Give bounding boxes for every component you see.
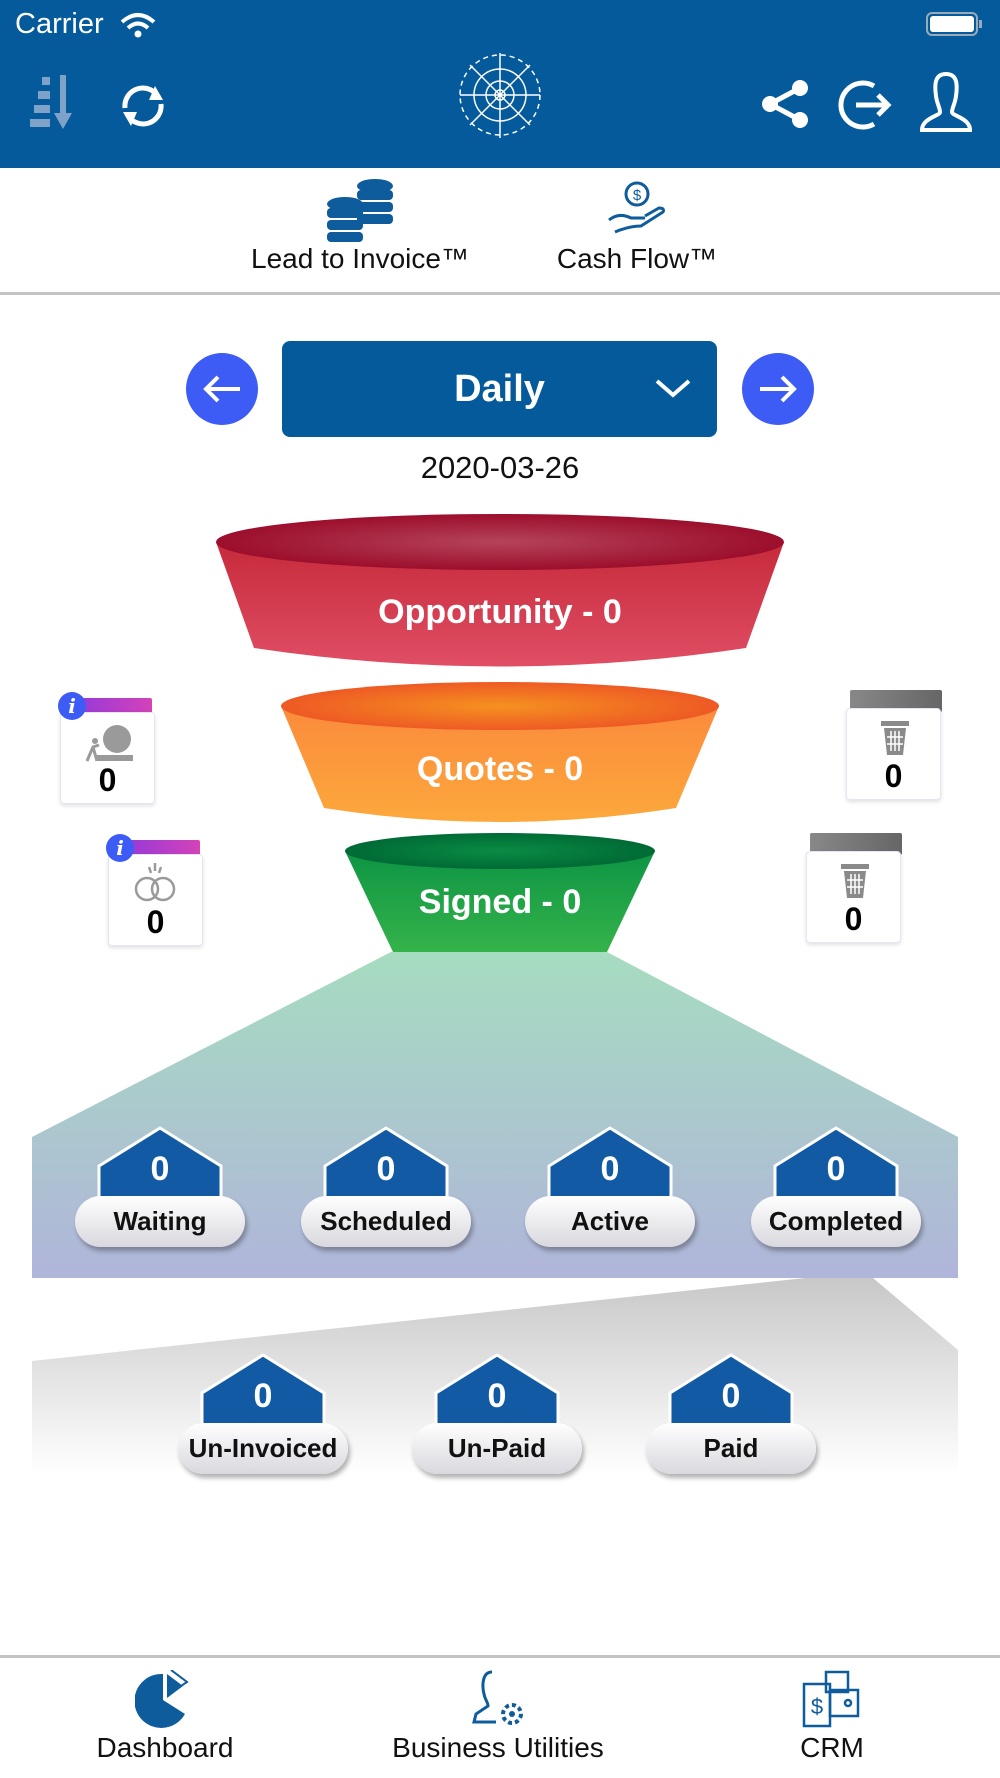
carrier-label: Carrier	[15, 8, 104, 40]
invoice-count: 0	[487, 1377, 507, 1415]
period-selected: Daily	[454, 367, 545, 410]
invoice-label: Un-Invoiced	[178, 1423, 348, 1474]
invoice-label: Un-Paid	[412, 1423, 582, 1474]
quotes-label: Quotes - 0	[416, 750, 584, 788]
jobs-panel	[32, 952, 958, 1278]
user-gear-icon	[472, 1670, 523, 1725]
signed-label: Signed - 0	[418, 883, 582, 921]
svg-text:$: $	[811, 1694, 823, 1719]
invoice-label: Paid	[646, 1423, 816, 1474]
lost-count: 0	[98, 762, 117, 798]
arrow-right-icon	[760, 375, 797, 403]
job-label: Active	[525, 1196, 695, 1247]
invoice-count: 0	[721, 1377, 741, 1415]
info-icon[interactable]: i	[58, 692, 86, 720]
funnel-signed[interactable]	[345, 851, 655, 952]
happy-faces-icon	[134, 863, 176, 902]
job-label: Waiting	[75, 1196, 245, 1247]
profile-icon[interactable]	[918, 70, 974, 134]
job-count: 0	[600, 1150, 620, 1188]
tab-lead-to-invoice[interactable]: Lead to Invoice™	[240, 178, 480, 288]
trash-icon	[841, 864, 869, 898]
opportunity-label: Opportunity - 0	[378, 593, 622, 631]
divider	[0, 292, 1000, 295]
funnel-quotes[interactable]	[281, 706, 719, 822]
trash-icon	[881, 721, 909, 755]
prev-period-button[interactable]	[186, 353, 258, 425]
tab-cash-flow[interactable]: $ Cash Flow™	[517, 178, 757, 288]
job-count: 0	[376, 1150, 396, 1188]
nav-label: Dashboard	[96, 1732, 234, 1763]
invoice-count: 0	[253, 1377, 273, 1415]
app-header: Carrier	[0, 0, 1000, 168]
funnel-opportunity[interactable]	[216, 542, 784, 667]
deleted-quotes-count: 0	[884, 758, 903, 794]
deleted-signed-count: 0	[844, 901, 863, 937]
cash-hand-icon: $	[608, 181, 665, 234]
nav-crm[interactable]: $ CRM	[682, 1670, 982, 1775]
tab-label: Lead to Invoice™	[251, 243, 469, 274]
logo	[459, 53, 541, 138]
battery-icon	[926, 12, 982, 36]
period-date: 2020-03-26	[420, 450, 580, 485]
arrow-left-icon	[203, 375, 240, 403]
svg-text:$: $	[633, 187, 642, 204]
coins-icon	[327, 179, 393, 242]
logout-icon[interactable]	[838, 78, 894, 134]
cash-receipt-icon: $	[802, 1670, 860, 1728]
chevron-down-icon	[655, 379, 691, 398]
job-count: 0	[150, 1150, 170, 1188]
nav-label: Business Utilities	[392, 1732, 604, 1763]
job-label: Completed	[751, 1196, 921, 1247]
period-dropdown[interactable]: Daily	[282, 341, 717, 437]
nav-dashboard[interactable]: Dashboard	[15, 1670, 315, 1775]
job-label: Scheduled	[301, 1196, 471, 1247]
share-icon[interactable]	[760, 78, 812, 130]
won-count: 0	[146, 904, 165, 940]
pushing-boulder-icon	[85, 725, 133, 762]
sort-icon[interactable]	[30, 75, 82, 131]
tab-label: Cash Flow™	[556, 243, 718, 274]
next-period-button[interactable]	[742, 353, 814, 425]
refresh-icon[interactable]	[115, 78, 171, 134]
divider	[0, 1655, 1000, 1658]
nav-business-utilities[interactable]: Business Utilities	[348, 1670, 648, 1775]
wifi-icon	[120, 13, 156, 38]
info-icon[interactable]: i	[106, 834, 134, 862]
funnel-graphic	[32, 514, 958, 1474]
pie-chart-icon	[135, 1670, 189, 1728]
nav-label: CRM	[800, 1732, 864, 1763]
job-count: 0	[826, 1150, 846, 1188]
